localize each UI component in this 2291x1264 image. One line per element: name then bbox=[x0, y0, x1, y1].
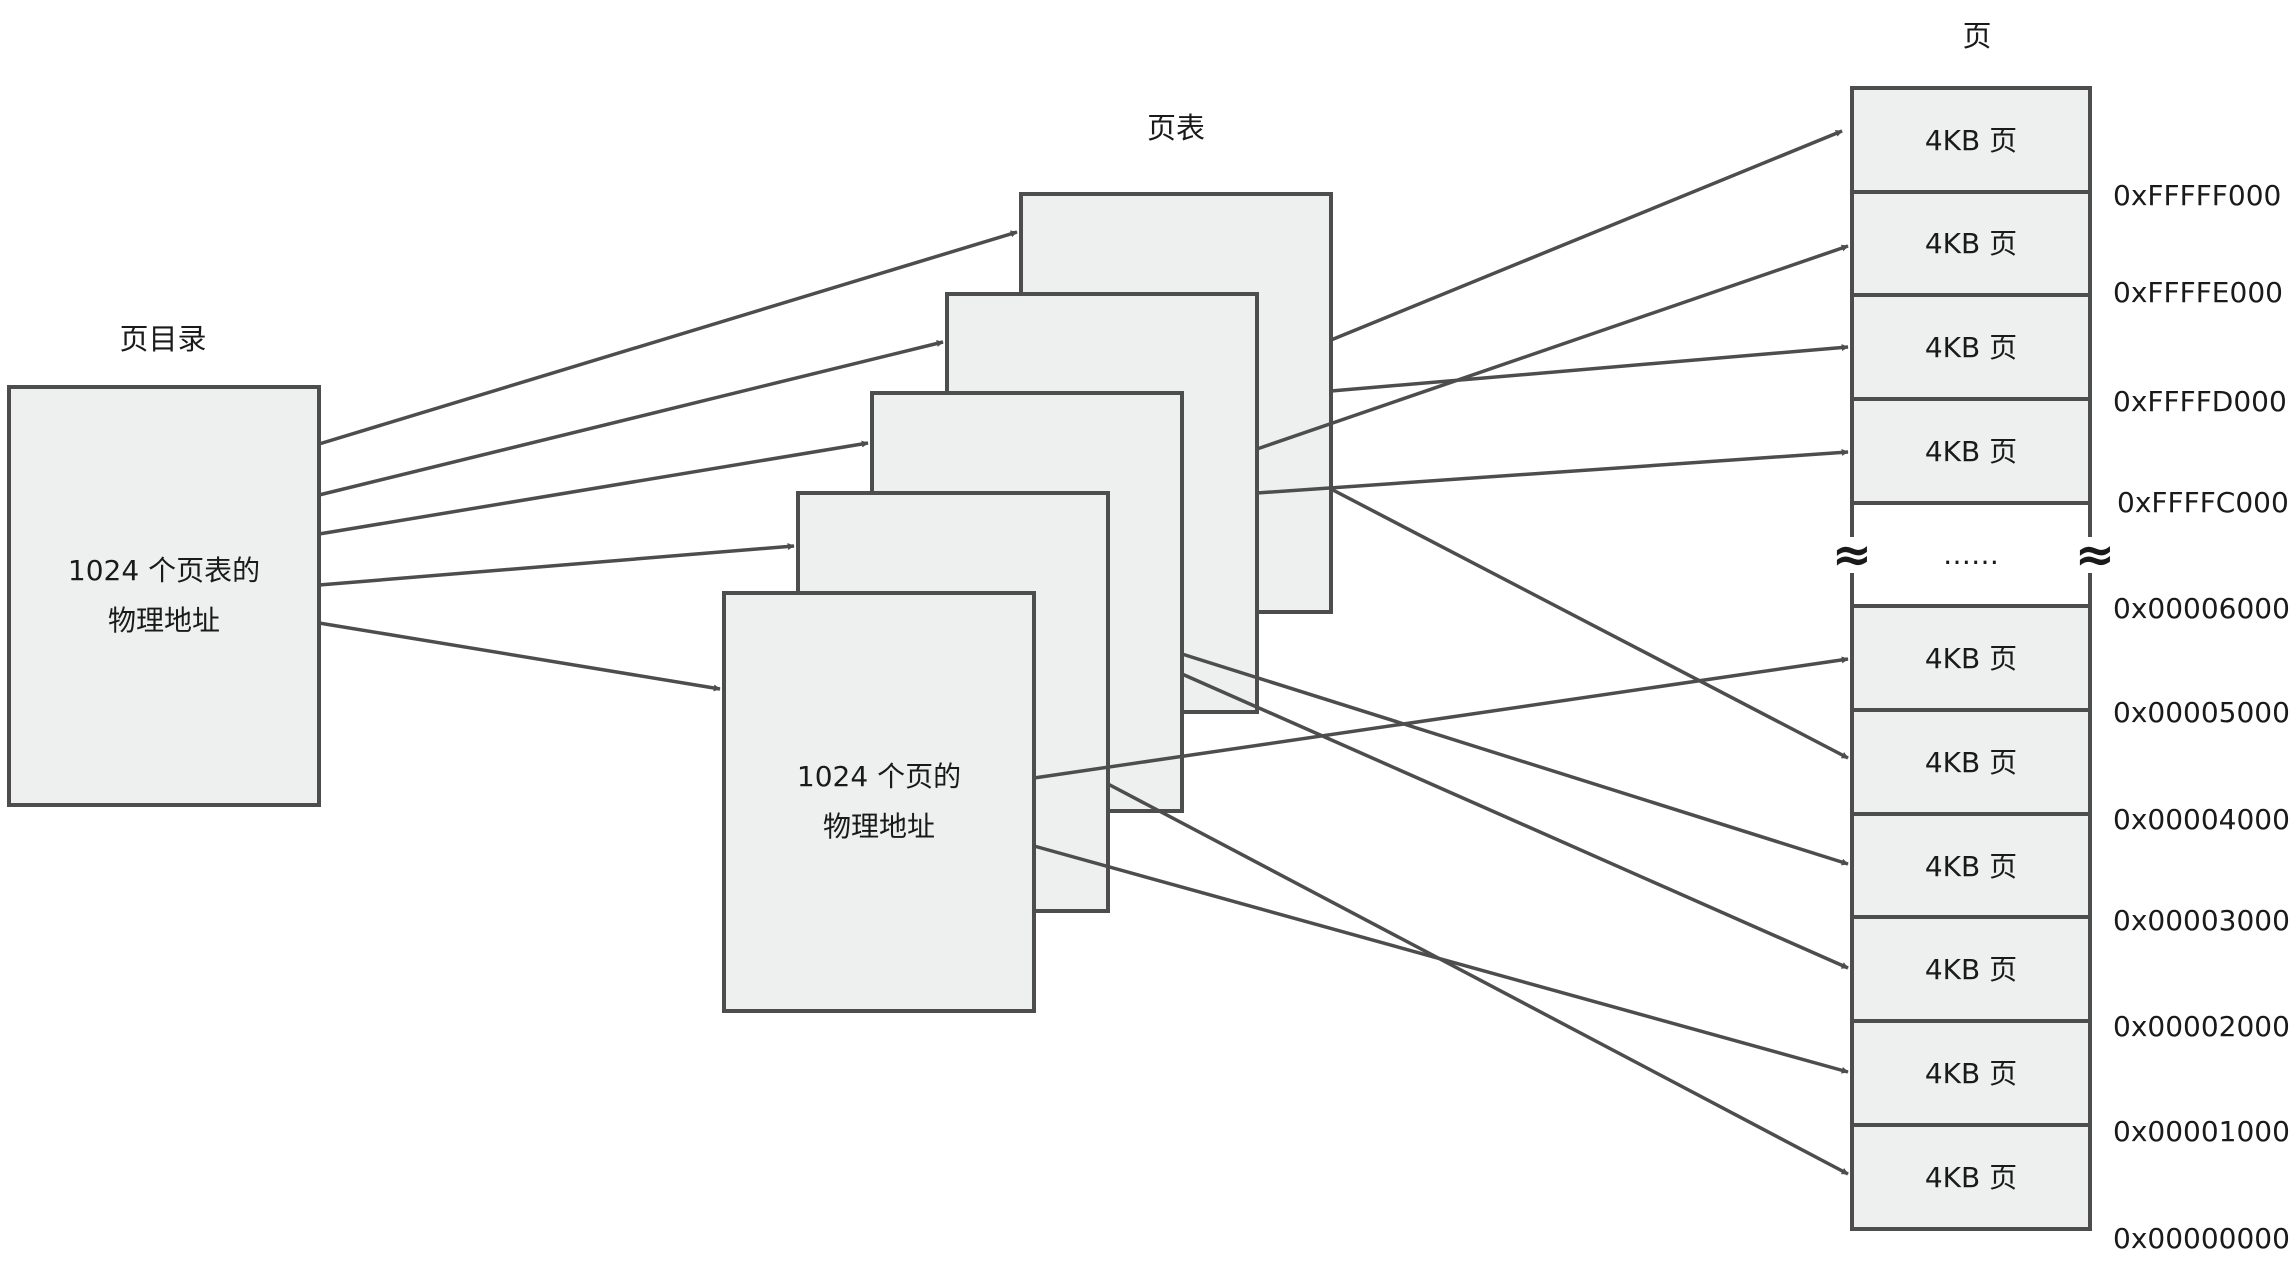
directory-to-table-arrows bbox=[318, 230, 1018, 692]
gap-ellipsis: …… bbox=[1943, 538, 1999, 571]
page-directory-label-line2: 物理地址 bbox=[108, 604, 220, 637]
page-table-box-front bbox=[722, 591, 1036, 1013]
address-label: 0x00006000 bbox=[2113, 592, 2290, 625]
address-label: 0xFFFFF000 bbox=[2113, 179, 2281, 212]
address-label: 0x00002000 bbox=[2113, 1010, 2290, 1043]
table-arrow bbox=[1033, 656, 1849, 780]
pages-bottom-cells: 4KB 页 4KB 页 4KB 页 4KB 页 4KB 页 4KB 页 bbox=[1850, 604, 2092, 1231]
table-arrow bbox=[1181, 652, 1849, 866]
table-arrow bbox=[1330, 344, 1849, 393]
table-to-page-arrows bbox=[1033, 129, 1849, 1176]
directory-arrow bbox=[318, 230, 1018, 446]
table-arrow bbox=[1256, 244, 1849, 451]
page-cell-label: 4KB 页 bbox=[1925, 227, 2017, 260]
page-cell-label: 4KB 页 bbox=[1925, 746, 2017, 779]
page-cell bbox=[1850, 1123, 2092, 1231]
page-directory-title: 页目录 bbox=[119, 322, 206, 356]
break-mark-right: ≈ bbox=[2075, 527, 2115, 583]
table-arrow bbox=[1330, 129, 1843, 342]
page-cell-label: 4KB 页 bbox=[1925, 435, 2017, 468]
address-label: 0x00005000 bbox=[2113, 696, 2290, 729]
page-cell-label: 4KB 页 bbox=[1925, 124, 2017, 157]
pages-gap: ≈ ≈ …… bbox=[1832, 503, 2115, 606]
break-mark-left: ≈ bbox=[1832, 527, 1872, 583]
address-label: 0xFFFFE000 bbox=[2113, 276, 2283, 309]
page-cell-label: 4KB 页 bbox=[1925, 1161, 2017, 1194]
directory-arrow bbox=[318, 340, 944, 497]
pages-top-cells: 4KB 页 4KB 页 4KB 页 4KB 页 bbox=[1850, 86, 2092, 505]
directory-arrow bbox=[318, 543, 795, 587]
page-directory-box bbox=[7, 385, 321, 807]
page-cell bbox=[1850, 397, 2092, 505]
address-label: 0xFFFFC000 bbox=[2117, 486, 2289, 519]
page-cell-label: 4KB 页 bbox=[1925, 331, 2017, 364]
directory-arrow bbox=[318, 440, 869, 536]
address-label: 0x00000000 bbox=[2113, 1222, 2290, 1255]
page-cell-label: 4KB 页 bbox=[1925, 1057, 2017, 1090]
table-arrow bbox=[1256, 448, 1849, 495]
page-cell bbox=[1850, 604, 2092, 712]
page-cell bbox=[1850, 190, 2092, 297]
table-arrow bbox=[1181, 672, 1849, 970]
pages-title: 页 bbox=[1962, 19, 1991, 53]
page-tables-title: 页表 bbox=[1147, 111, 1205, 145]
address-label: 0x00003000 bbox=[2113, 904, 2290, 937]
table-arrow bbox=[1107, 782, 1849, 1176]
address-label: 0xFFFFD000 bbox=[2113, 385, 2287, 418]
address-labels: 0xFFFFF000 0xFFFFE000 0xFFFFD000 0xFFFFC… bbox=[2113, 179, 2290, 1255]
page-cell-label: 4KB 页 bbox=[1925, 953, 2017, 986]
directory-arrow bbox=[318, 621, 721, 692]
page-cell bbox=[1850, 708, 2092, 816]
address-label: 0x00004000 bbox=[2113, 803, 2290, 836]
page-directory-label-line1: 1024 个页表的 bbox=[68, 554, 260, 587]
address-label: 0x00001000 bbox=[2113, 1115, 2290, 1148]
table-arrow bbox=[1330, 487, 1849, 760]
page-cell-label: 4KB 页 bbox=[1925, 642, 2017, 675]
page-table-label-line1: 1024 个页的 bbox=[797, 760, 961, 793]
page-cell bbox=[1850, 915, 2092, 1023]
page-cell-label: 4KB 页 bbox=[1925, 850, 2017, 883]
page-table-label-line2: 物理地址 bbox=[823, 810, 935, 843]
page-cell bbox=[1850, 812, 2092, 919]
